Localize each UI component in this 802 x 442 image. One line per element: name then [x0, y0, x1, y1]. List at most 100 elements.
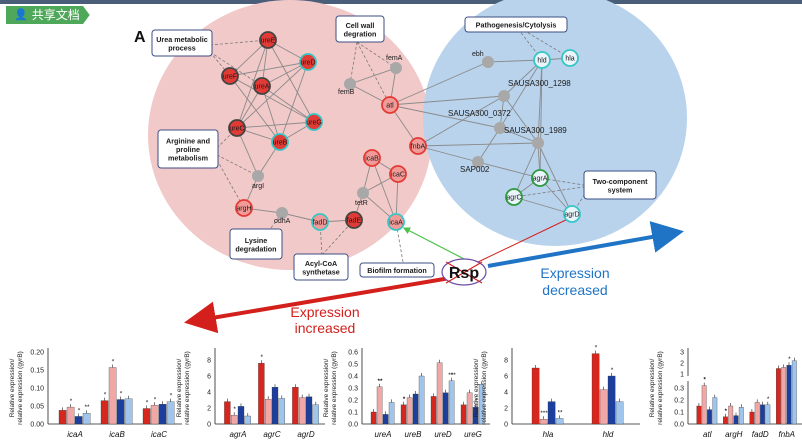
- bar: [150, 405, 159, 425]
- y-tick-label: 0: [207, 422, 211, 429]
- share-document-button[interactable]: 👤 共享文档: [6, 6, 90, 24]
- x-tick-label: icaB: [109, 430, 125, 439]
- bar: [312, 404, 319, 425]
- node-label-femB: femB: [338, 89, 355, 96]
- bar: [388, 402, 395, 425]
- bar: [749, 411, 755, 425]
- bar: [607, 375, 616, 425]
- expression-increased-line2: increased: [295, 320, 356, 336]
- chart-ylabel: relative expression (gyrB): [481, 351, 488, 425]
- y-tick-label: 4: [207, 390, 211, 397]
- bar: [299, 397, 306, 425]
- bar: [382, 414, 389, 425]
- bar: [599, 389, 608, 425]
- box-cellwall-line: degration: [344, 29, 377, 38]
- bar: [271, 387, 279, 425]
- bar: [707, 409, 712, 425]
- significance-marker: *: [146, 400, 149, 407]
- significance-marker: *: [403, 396, 406, 403]
- node-label-ureC: ureC: [229, 126, 244, 133]
- axis-break: [686, 376, 802, 381]
- x-tick-label: agrC: [263, 430, 281, 439]
- node-label-s0372: SAUSA300_0372: [448, 109, 511, 118]
- rsp-to-biofilm-arrow: [402, 227, 471, 263]
- node-femA: [390, 62, 402, 74]
- box-patho-line: Pathogenesis/Cytolysis: [476, 21, 557, 30]
- bar: [74, 416, 83, 425]
- y-tick-label: 6: [504, 374, 508, 381]
- x-tick-label: argH: [725, 430, 743, 439]
- chart-ylabel: Relative expression/: [473, 359, 480, 418]
- significance-marker: ***: [540, 410, 548, 417]
- bar: [400, 404, 407, 425]
- node-label-ureG: ureG: [306, 120, 322, 127]
- significance-marker: **: [84, 404, 90, 411]
- node-ureA: [253, 77, 271, 95]
- node-label-ureB: ureB: [273, 140, 288, 147]
- y-tick-label: 2: [504, 406, 508, 413]
- significance-marker: *: [703, 377, 706, 384]
- bar: [376, 386, 383, 425]
- node-s0372: [494, 122, 506, 134]
- bar: [555, 418, 564, 425]
- node-label-tetR: tetR: [355, 200, 368, 207]
- y-tick-label: 0.1: [348, 410, 358, 417]
- bar: [615, 401, 624, 425]
- bar: [108, 367, 117, 425]
- bar: [370, 411, 377, 425]
- node-ureD: [299, 53, 317, 71]
- bar: [539, 419, 548, 425]
- chart-panel-4: Relative expression/relative expression …: [649, 348, 802, 439]
- significance-marker: *: [725, 408, 728, 415]
- bar: [82, 413, 91, 425]
- y-tick-label: 0.6: [348, 350, 358, 357]
- significance-marker: **: [377, 378, 383, 385]
- node-s1298: [498, 90, 510, 102]
- node-label-argI: argI: [252, 183, 264, 190]
- node-argI: [252, 170, 264, 182]
- box-cellwall-line: Cell wall: [346, 21, 375, 30]
- node-s1989: [532, 137, 544, 149]
- chart-ylabel: Relative expression/: [176, 359, 183, 418]
- expression-decreased-line1: Expression: [540, 265, 609, 281]
- y-tick-label: 0.15: [30, 368, 44, 375]
- node-ureB: [271, 133, 289, 151]
- bar: [531, 367, 540, 425]
- y-tick-label: 0.3: [674, 386, 684, 393]
- bar: [66, 406, 75, 425]
- box-twocomp: [583, 170, 657, 200]
- node-odhA: [276, 207, 288, 219]
- node-label-agrC: agrC: [506, 195, 521, 202]
- y-tick-label: 0.0: [674, 422, 684, 429]
- bar: [765, 404, 771, 425]
- y-tick-label: 3: [680, 350, 684, 357]
- y-tick-label: 2: [207, 406, 211, 413]
- significance-marker: *: [104, 392, 107, 399]
- bar: [701, 385, 707, 425]
- significance-marker: *: [120, 391, 123, 398]
- significance-marker: *: [261, 354, 264, 361]
- chart-panel-2: Relative expression/relative expression …: [323, 348, 490, 439]
- bar: [738, 407, 744, 425]
- y-tick-label: 0.2: [348, 398, 358, 405]
- node-label-sap002: SAP002: [460, 165, 490, 174]
- x-tick-label: icaA: [67, 430, 83, 439]
- significance-marker: *: [170, 393, 173, 400]
- bar: [224, 401, 231, 425]
- expression-decreased-line2: decreased: [542, 282, 607, 298]
- window-top-bar: [0, 0, 802, 4]
- box-arginine: [157, 129, 219, 169]
- bar: [124, 398, 133, 425]
- bar: [265, 399, 272, 425]
- node-hld: [533, 51, 551, 69]
- box-twocomp-line: system: [608, 185, 633, 194]
- significance-marker: **: [377, 378, 383, 385]
- bar: [278, 398, 285, 425]
- box-urea-line: process: [168, 43, 196, 52]
- box-urea: [151, 29, 213, 57]
- node-label-agrA: agrA: [533, 176, 548, 183]
- expression-increased-line1: Expression: [290, 304, 359, 320]
- node-label-atl: atl: [386, 103, 394, 110]
- x-tick-label: fnbA: [779, 430, 795, 439]
